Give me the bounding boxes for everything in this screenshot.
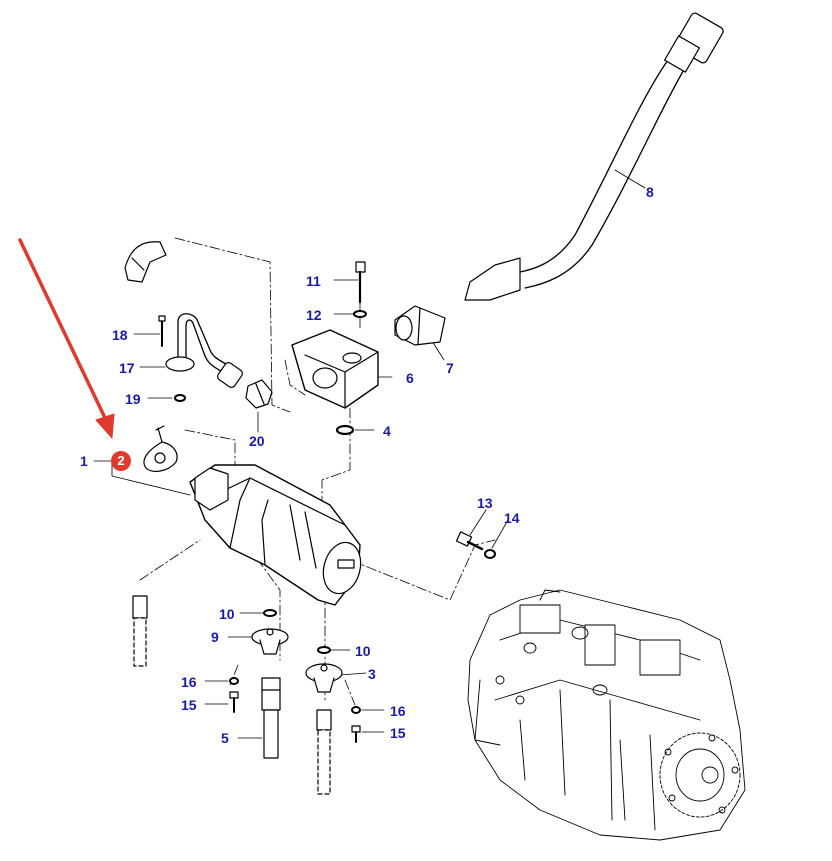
callout-6: 6 <box>406 370 414 386</box>
callout-16-left: 16 <box>181 674 197 690</box>
callout-13: 13 <box>477 495 493 511</box>
hydraulic-pump-housing <box>467 589 746 841</box>
callout-5: 5 <box>221 730 229 746</box>
screw <box>158 315 166 347</box>
callout-11: 11 <box>306 273 321 289</box>
elbow-fitting <box>124 241 167 283</box>
adapter-fitting <box>394 305 446 346</box>
callout-19: 19 <box>125 391 141 407</box>
callout-10-right: 10 <box>355 643 371 659</box>
straight-adapter <box>245 379 273 409</box>
pilot-tube <box>165 313 243 388</box>
motor-assembly <box>189 464 362 606</box>
flange-right <box>305 663 343 693</box>
callout-20: 20 <box>249 433 265 449</box>
bolt-right <box>351 725 361 743</box>
callout-15-left: 15 <box>181 697 197 713</box>
callout-9: 9 <box>211 629 219 645</box>
flange-left <box>251 628 289 655</box>
callout-8: 8 <box>646 184 654 200</box>
o-ring <box>335 424 355 436</box>
bolt-left <box>229 691 239 713</box>
callout-15-right: 15 <box>390 725 406 741</box>
callout-12: 12 <box>306 307 322 323</box>
washer <box>353 310 367 318</box>
callout-leaders <box>93 169 646 739</box>
splined-shaft-left <box>132 595 148 667</box>
washer-right <box>351 706 361 714</box>
seal-kit-bag <box>143 425 178 472</box>
callout-14: 14 <box>504 510 520 526</box>
lock-washer <box>484 549 496 559</box>
callout-3: 3 <box>368 666 376 682</box>
washer-left <box>229 677 239 685</box>
splined-shaft-right <box>316 709 332 795</box>
highlight-badge: 2 <box>111 451 131 471</box>
highlight-arrow <box>18 238 115 439</box>
seal-ring <box>174 394 186 402</box>
callout-10-left: 10 <box>219 606 235 622</box>
valve-block <box>291 329 379 409</box>
callout-16-right: 16 <box>390 703 406 719</box>
coupling-shaft <box>261 677 281 759</box>
o-ring-right <box>317 646 331 654</box>
cap-screw <box>455 531 484 551</box>
callout-7: 7 <box>446 360 454 376</box>
callout-17: 17 <box>119 360 135 376</box>
bolt <box>355 261 366 304</box>
callout-4: 4 <box>383 423 391 439</box>
callout-1: 1 <box>80 453 88 469</box>
hydraulic-hose <box>464 12 724 301</box>
o-ring-left <box>263 609 277 617</box>
callout-18: 18 <box>112 327 128 343</box>
